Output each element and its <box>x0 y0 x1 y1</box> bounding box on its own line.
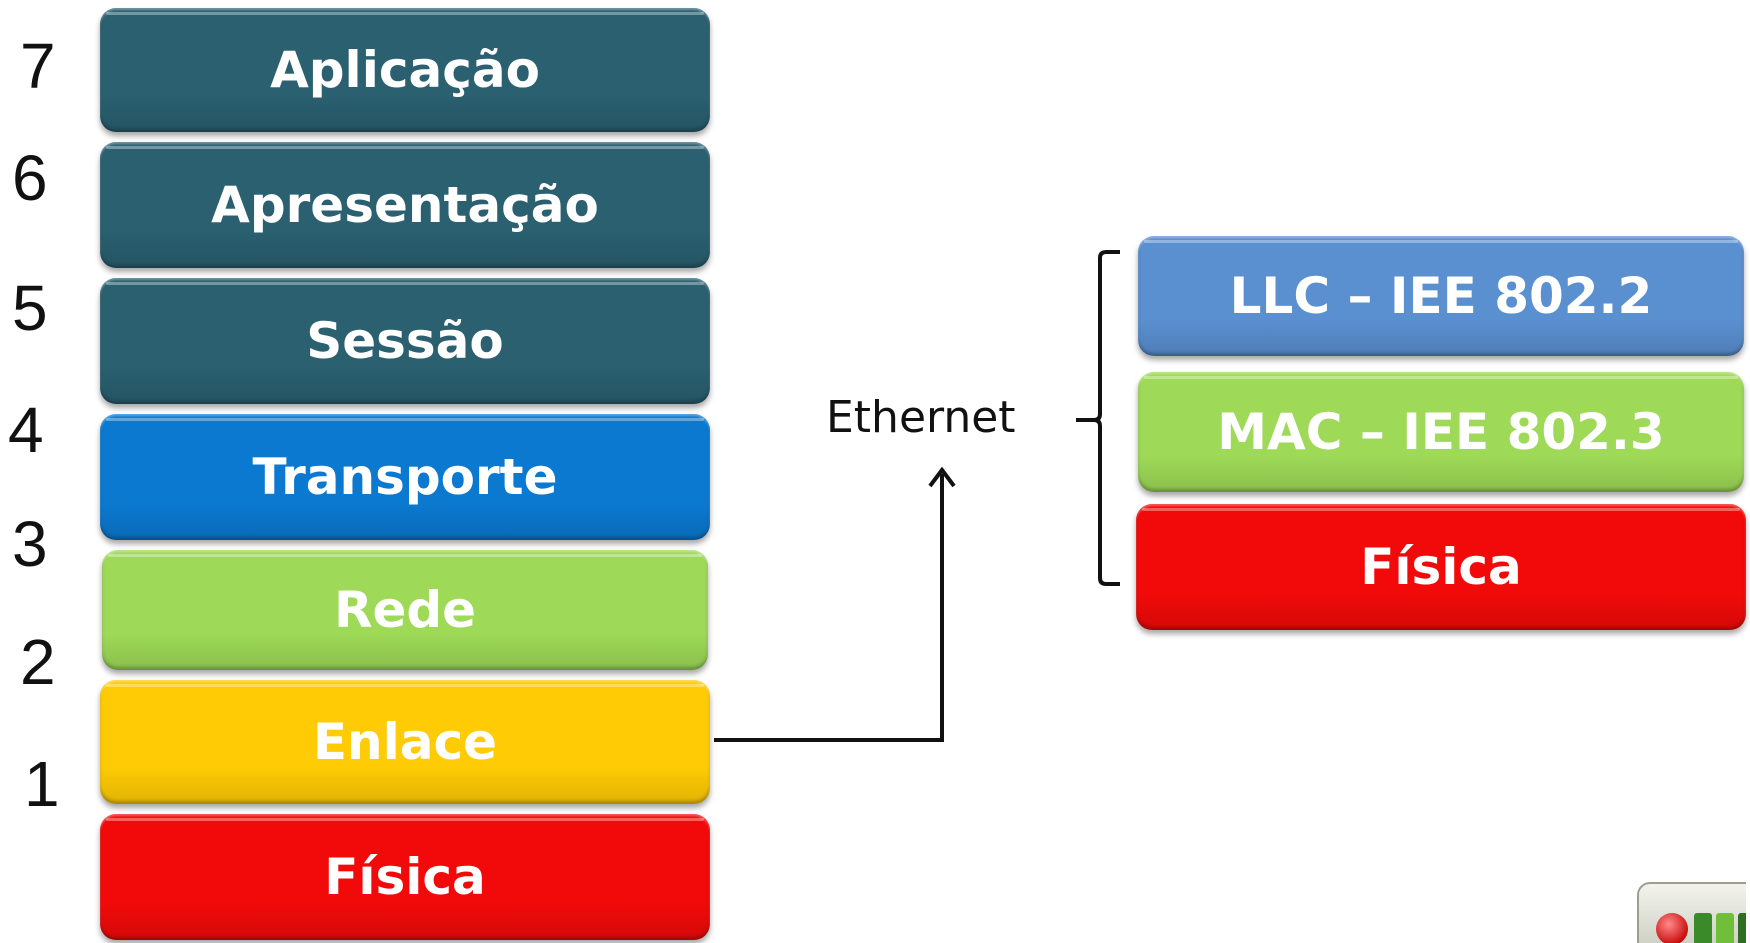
osi-layer-apresentacao: Apresentação <box>100 142 710 268</box>
ethernet-label: Ethernet <box>826 392 1016 443</box>
osi-layer-label: Aplicação <box>270 41 540 99</box>
osi-layer-enlace: Enlace <box>100 680 710 804</box>
osi-layer-label: Enlace <box>312 713 498 771</box>
osi-layer-fisica: Física <box>100 814 710 940</box>
layer-number-1: 1 <box>24 748 60 820</box>
osi-layer-label: Física <box>324 848 486 906</box>
enlace-to-ethernet-arrow <box>714 474 944 742</box>
layer-number-5: 5 <box>12 272 48 344</box>
ethernet-layer-fisica: Física <box>1136 504 1746 630</box>
osi-layer-transporte: Transporte <box>100 414 710 540</box>
osi-layer-aplicacao: Aplicação <box>100 8 710 132</box>
osi-layer-sessao: Sessão <box>100 278 710 404</box>
ethernet-layer-mac: MAC – IEE 802.3 <box>1138 372 1744 492</box>
ethernet-layer-label: Física <box>1360 538 1522 596</box>
osi-layer-label: Transporte <box>252 448 558 506</box>
curly-brace <box>1076 250 1120 586</box>
osi-layer-label: Apresentação <box>211 176 599 234</box>
layer-number-6: 6 <box>12 142 48 214</box>
arrow-head <box>928 466 956 488</box>
layer-number-2: 2 <box>20 626 56 698</box>
layer-number-3: 3 <box>12 508 48 580</box>
layer-number-7: 7 <box>20 30 56 102</box>
layer-number-4: 4 <box>8 394 44 466</box>
toolbar-buttons-icon <box>1637 882 1746 943</box>
ethernet-layer-llc: LLC – IEE 802.2 <box>1138 236 1744 356</box>
ethernet-layer-label: MAC – IEE 802.3 <box>1217 403 1665 461</box>
ethernet-layer-label: LLC – IEE 802.2 <box>1229 267 1653 325</box>
osi-layer-label: Sessão <box>306 312 504 370</box>
osi-layer-label: Rede <box>333 581 477 639</box>
osi-layer-rede: Rede <box>102 550 708 670</box>
